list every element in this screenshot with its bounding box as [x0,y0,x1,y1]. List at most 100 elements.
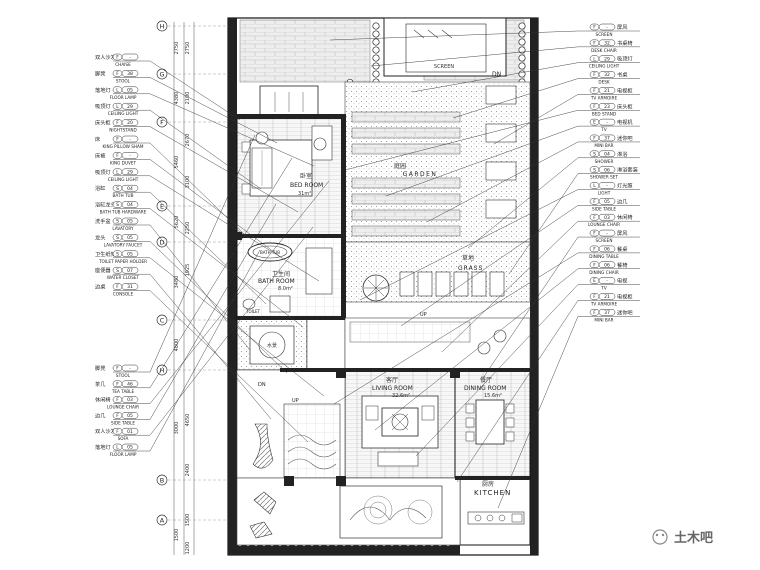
legend-num: 20 [127,120,133,126]
leader-line [456,300,579,483]
dimension-outer: 4380 [174,92,180,105]
legend-en: BATH TUB [113,193,134,198]
pebble [518,70,526,78]
leader-line [482,236,579,379]
leader-line [149,249,261,452]
legend-cn: 吸顶灯 [95,168,111,176]
legend-num: 21 [604,88,610,94]
legend-cn: 脚凳 [95,364,105,372]
living-room-label-cn: 客厅 [386,376,398,384]
axis-circle [156,514,168,526]
leader-line [370,46,579,67]
leader-line [149,60,241,121]
pebble [518,38,526,46]
legend-cn: 边几 [617,197,627,205]
legend-cn: 吸顶灯 [617,55,633,63]
legend-en: CHAISE [115,62,131,67]
pebble [372,46,380,54]
legend-num: 31 [127,284,133,290]
pebble [518,22,526,30]
legend-num: 06 [604,262,610,268]
legend-en: LOUNGE CHAIR [107,405,139,410]
legend-num: 05 [127,413,133,419]
pebble [372,30,380,38]
leader-line [149,226,314,436]
legend-cn: 茶几 [95,380,105,388]
leader-line [385,125,579,197]
legend-code: F [593,231,596,237]
legend-en: KING PILLOW SHAM [102,144,143,149]
legend-cn: 浴缸 [95,184,105,192]
legend-cn: 浴缸龙头 [95,201,116,209]
dimension-inner: 2400 [185,464,191,477]
axis-grid-lines [173,22,195,555]
axis-letter: B [160,477,164,485]
leader-line [508,173,579,275]
legend-code: F [116,397,119,403]
bathroom: BATH TUB 卫生间 BATH ROOM 8.0m² TOILET [236,235,346,319]
dimension-texts: 2750438054605620348048003000150027502100… [174,42,191,555]
leader-line [149,257,325,397]
leader-line [467,157,579,249]
dimension-outer: 2750 [174,42,180,55]
dimension-inner: 2750 [185,42,191,55]
pebble [372,70,380,78]
leader-line [400,205,579,327]
dimension-inner: 1200 [185,542,191,555]
legend-en: DESK [598,80,610,85]
legend-en: CONSOLE [113,292,134,297]
legend-cn: 床 [95,135,101,143]
legend-en: LOUNGE CHAIR [588,222,620,227]
leader-line [452,78,579,119]
dn-marker-top: DN [492,71,501,78]
legend-num: 23 [604,104,610,110]
legend-en: FLOOR LAMP [110,95,137,100]
leader-line [149,159,283,259]
legend-num: 29 [127,169,133,175]
legend-code: E [593,278,596,284]
leader-line [497,316,579,509]
legend-code: F [116,413,119,419]
legend-code: S [116,202,119,208]
legend-en: WATER CLOSET [107,275,140,280]
leader-line [149,203,277,420]
legend-cn: 卫生纸架 [95,250,116,258]
dimension-outer: 5620 [174,216,180,229]
legend-en: LIGHT [598,191,611,196]
legend-cn: 双人沙发 [95,427,116,435]
legend-code: F [116,366,119,372]
legend-cn: 电视柜 [617,292,633,300]
leader-line [415,284,579,457]
pebble [372,22,380,30]
legend-en: DINING TABLE [589,254,619,259]
legend-cn: 床头柜 [95,119,111,127]
legend-num: 05 [127,251,133,257]
axis-letter: E [160,203,164,211]
legend-cn: 书桌椅 [617,39,633,47]
legend-en: BATH TUB HARDWARE [100,210,147,215]
axis-letter: F [160,119,164,127]
water-feature: 水景 [236,317,308,371]
pebble [518,54,526,62]
axis-letter: H [160,23,165,31]
leader-line [149,180,330,404]
